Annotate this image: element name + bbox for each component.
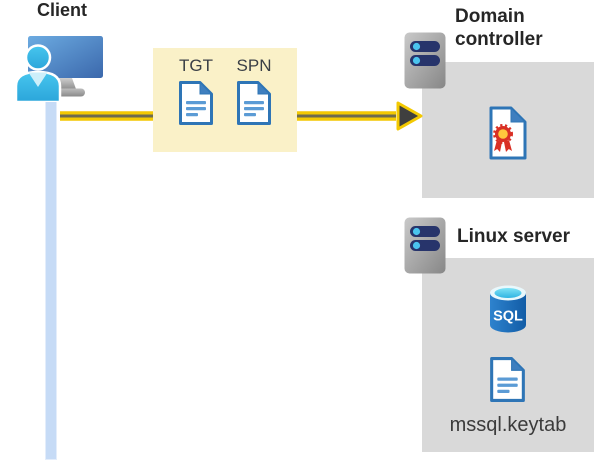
keytab-filename: mssql.keytab	[449, 414, 567, 436]
ticket-spn: SPN	[236, 55, 272, 152]
keytab-document-icon	[489, 356, 526, 403]
domain-controller-title: Domain controller	[455, 6, 543, 50]
certificate-icon	[489, 106, 527, 160]
sql-database-icon: SQL	[490, 285, 526, 333]
linux-server-server-icon	[404, 217, 446, 274]
ticket-box: TGT SPN	[153, 48, 297, 152]
user-at-computer-icon	[14, 36, 103, 102]
spn-label: SPN	[236, 56, 272, 75]
ticket-tgt: TGT	[178, 55, 214, 152]
tgt-document-icon	[178, 80, 214, 126]
tgt-label: TGT	[179, 56, 213, 75]
domain-controller-server-icon	[404, 32, 446, 89]
auth-request-arrowhead-icon	[396, 101, 423, 131]
linux-server-title: Linux server	[457, 226, 570, 247]
client-title: Client	[36, 0, 87, 20]
spn-document-icon	[236, 80, 272, 126]
sql-label: SQL	[493, 309, 523, 325]
client-lifeline	[45, 93, 57, 460]
